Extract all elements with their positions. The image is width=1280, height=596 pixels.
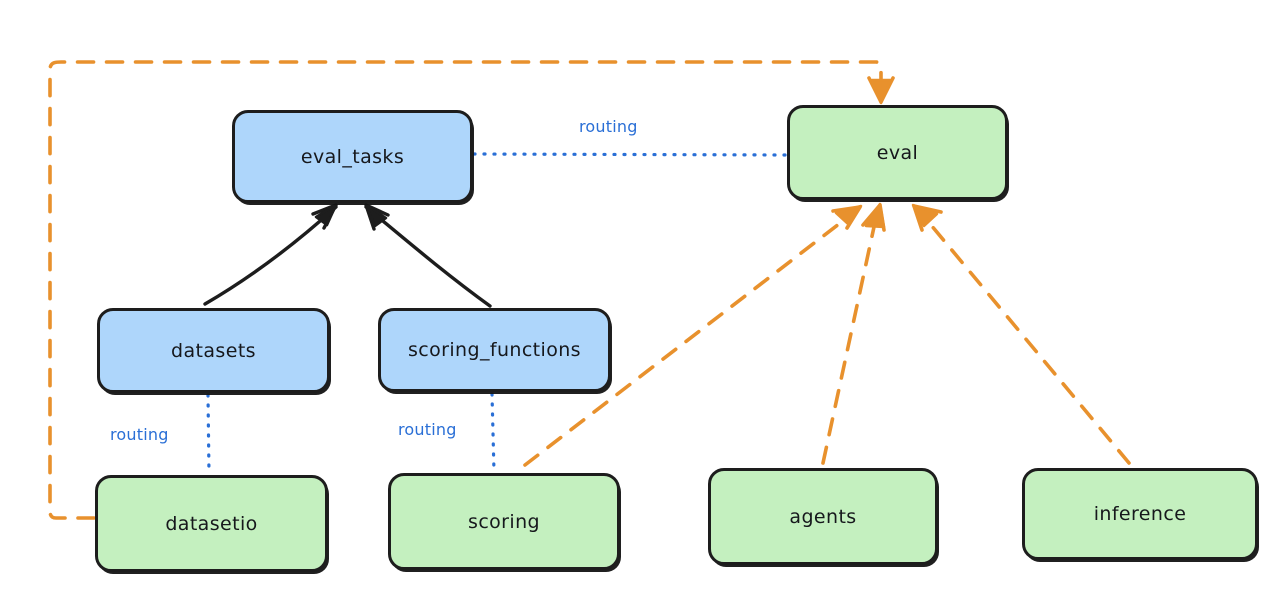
node-label: scoring_functions [408, 339, 581, 361]
edge-eval-tasks-to-eval-routing [472, 152, 788, 157]
node-datasetio[interactable]: datasetio [95, 475, 328, 572]
node-label: agents [789, 505, 857, 528]
node-label: scoring [468, 510, 540, 533]
node-scoring-functions[interactable]: scoring_functions [378, 308, 611, 392]
node-datasets[interactable]: datasets [97, 308, 330, 393]
node-label: datasets [171, 339, 256, 362]
node-scoring[interactable]: scoring [388, 473, 620, 570]
node-label: datasetio [165, 512, 258, 535]
node-inference[interactable]: inference [1022, 468, 1258, 560]
edge-label-routing-datasets-datasetio: routing [110, 425, 169, 444]
edge-datasets-to-datasetio-routing [206, 393, 211, 476]
edge-scoring-functions-to-scoring-routing [490, 392, 496, 474]
node-label: eval [876, 141, 919, 164]
node-label: inference [1093, 503, 1187, 525]
node-eval[interactable]: eval [787, 105, 1008, 200]
node-agents[interactable]: agents [708, 468, 938, 565]
node-label: eval_tasks [300, 145, 405, 168]
edge-scoring-functions-to-eval-tasks [364, 203, 492, 308]
edge-inference-to-eval-dependency [911, 203, 1131, 465]
edge-label-routing-scoring-functions-scoring: routing [398, 420, 457, 439]
edge-label-routing-eval-tasks-eval: routing [579, 117, 638, 136]
node-eval-tasks[interactable]: eval_tasks [232, 110, 473, 203]
edge-agents-to-eval-dependency [821, 202, 886, 465]
edge-datasets-to-eval-tasks [203, 203, 338, 306]
